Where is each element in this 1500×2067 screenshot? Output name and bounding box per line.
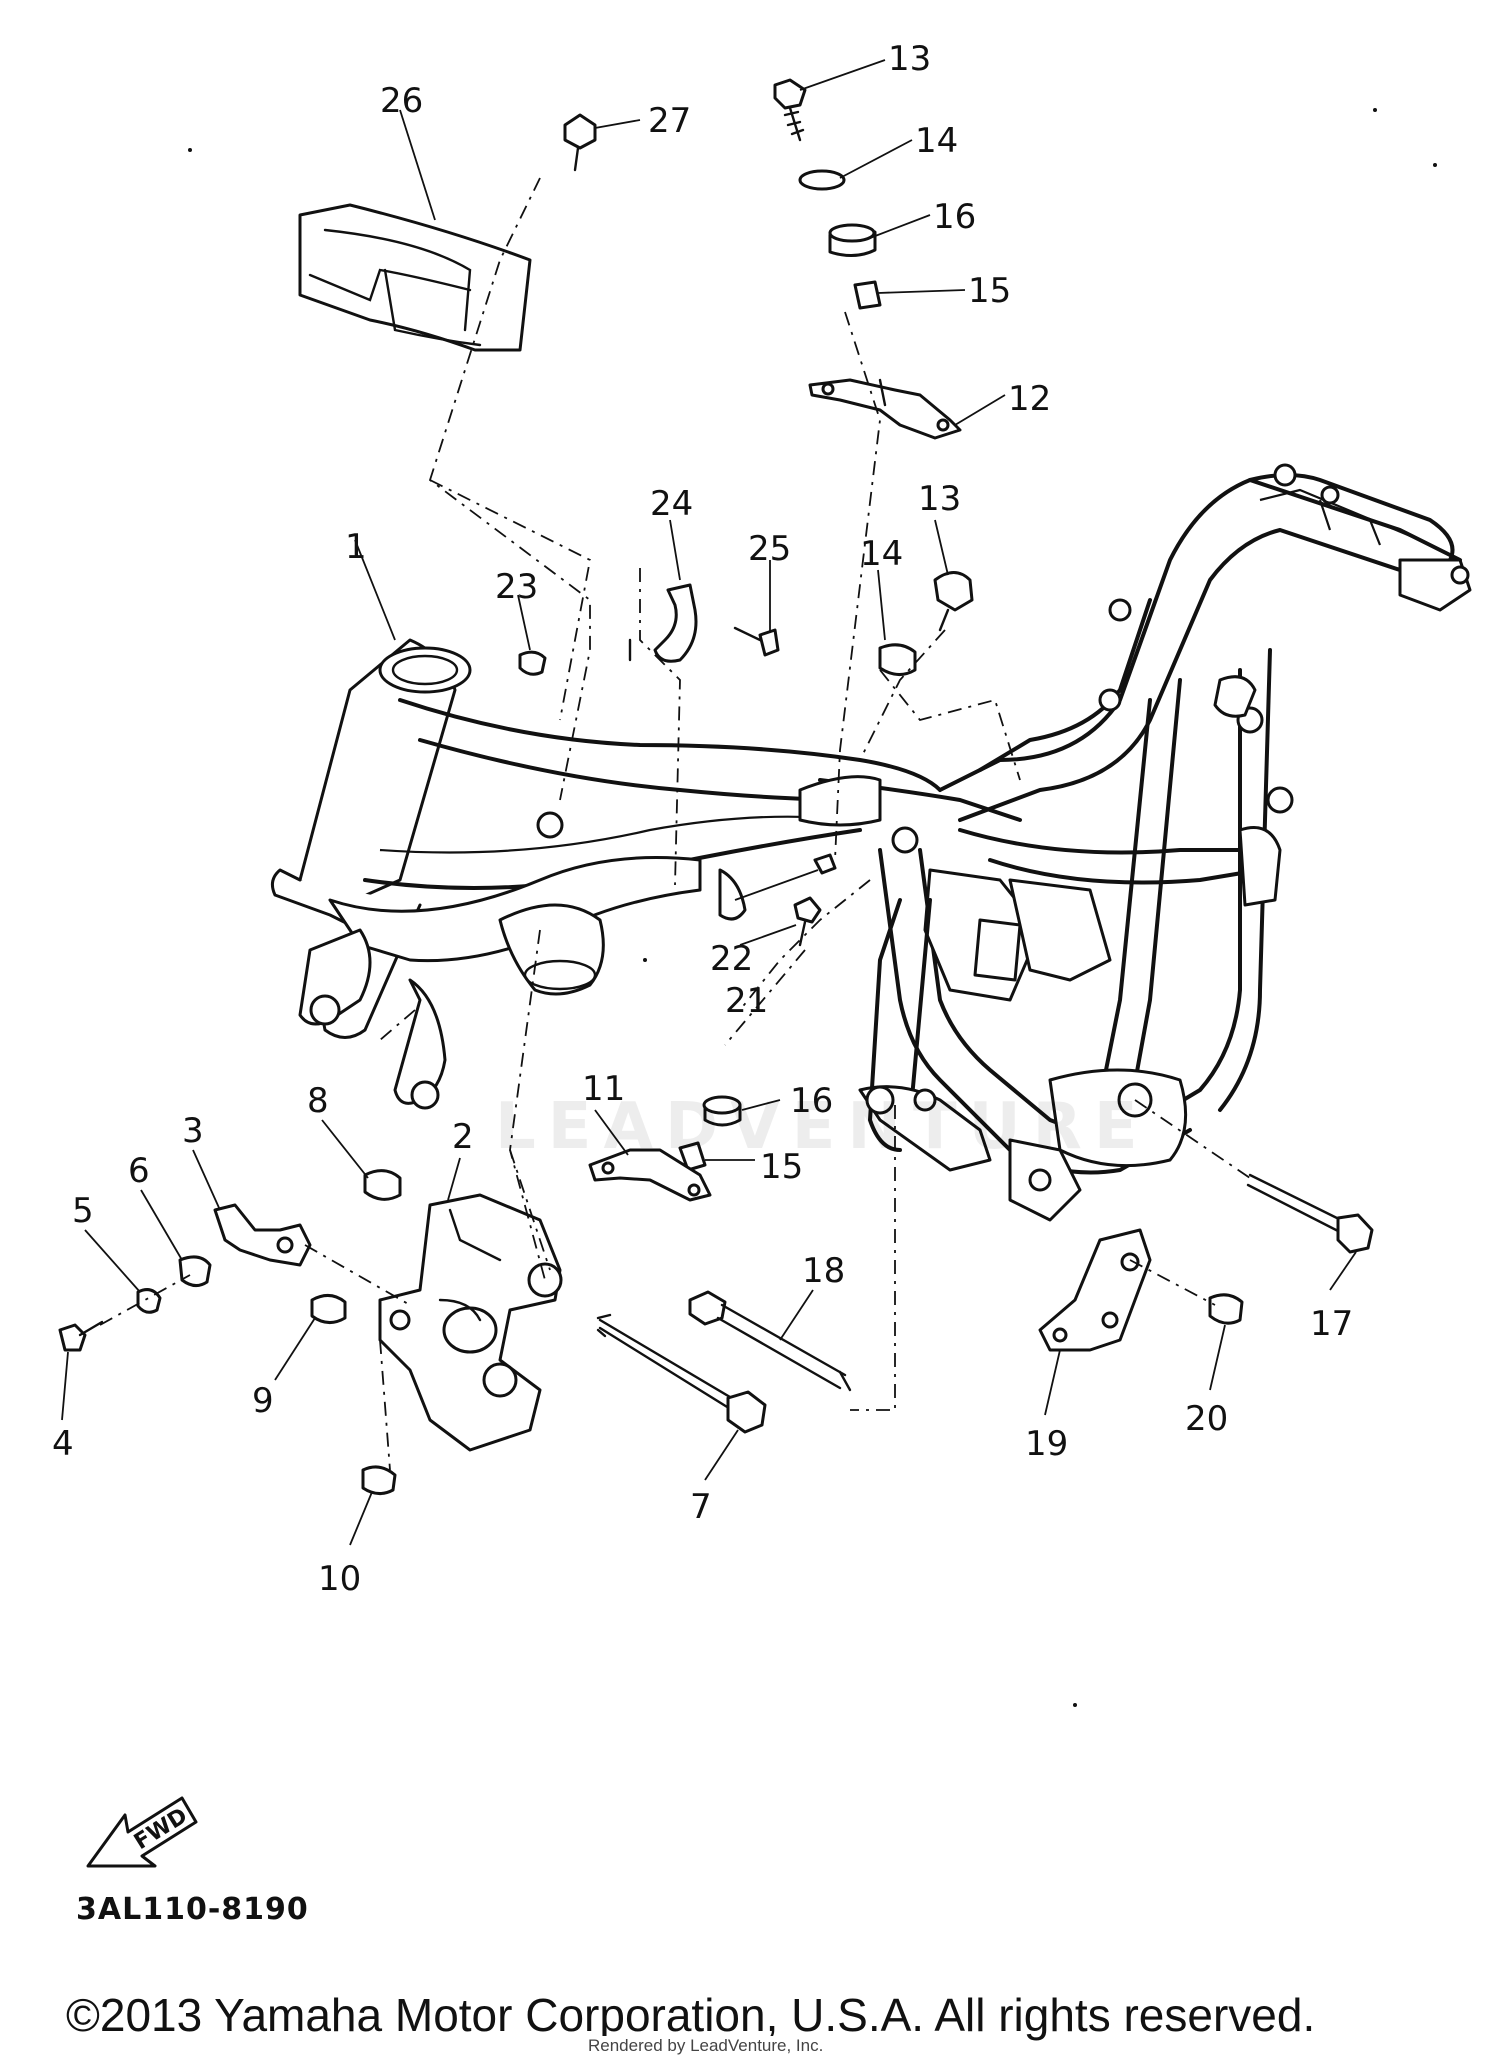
part-11-bracket bbox=[588, 1148, 712, 1202]
callout-16: 16 bbox=[790, 1081, 833, 1121]
part-25-screw bbox=[733, 626, 780, 657]
watermark: LEADVENTURE bbox=[495, 1090, 1150, 1164]
part-23-nut bbox=[518, 650, 547, 676]
part-15-collar-mid bbox=[678, 1141, 707, 1172]
part-15-collar-top bbox=[853, 280, 882, 310]
callout-27: 27 bbox=[648, 101, 691, 141]
part-24-clamp bbox=[628, 583, 698, 663]
callout-5: 5 bbox=[72, 1191, 94, 1231]
callout-20: 20 bbox=[1185, 1399, 1228, 1439]
callout-labels: 13 14 16 15 12 26 27 24 25 13 14 1 23 22… bbox=[52, 39, 1353, 1599]
callout-22: 22 bbox=[710, 939, 753, 979]
part-18-bolt bbox=[688, 1290, 852, 1392]
part-13-bolt-mid bbox=[933, 571, 974, 632]
callout-7: 7 bbox=[690, 1487, 712, 1527]
callout-16: 16 bbox=[933, 197, 976, 237]
part-6-washer bbox=[178, 1255, 212, 1287]
callout-24: 24 bbox=[650, 484, 693, 524]
callout-23: 23 bbox=[495, 567, 538, 607]
callout-15: 15 bbox=[760, 1147, 803, 1187]
callout-26: 26 bbox=[380, 81, 423, 121]
callout-9: 9 bbox=[252, 1381, 274, 1421]
part-14-washer-mid bbox=[878, 643, 917, 676]
callout-leaders bbox=[61, 59, 1357, 1546]
part-14-washer-top bbox=[798, 169, 846, 191]
part-3-bracket bbox=[213, 1203, 312, 1267]
part-20-nut bbox=[1208, 1293, 1244, 1325]
callout-6: 6 bbox=[128, 1151, 150, 1191]
callout-19: 19 bbox=[1025, 1424, 1068, 1464]
frame-part-1 bbox=[270, 463, 1472, 1222]
callout-13: 13 bbox=[888, 39, 931, 79]
part-27-bolt bbox=[563, 113, 597, 172]
part-22-nut bbox=[813, 853, 837, 875]
callout-18: 18 bbox=[802, 1251, 845, 1291]
copyright-notice: ©2013 Yamaha Motor Corporation, U.S.A. A… bbox=[66, 1989, 1316, 2041]
callout-12: 12 bbox=[1008, 379, 1051, 419]
callout-8: 8 bbox=[307, 1081, 329, 1121]
part-19-bracket bbox=[1038, 1228, 1152, 1352]
callout-2: 2 bbox=[452, 1117, 474, 1157]
part-8-nut bbox=[363, 1169, 402, 1201]
callout-4: 4 bbox=[52, 1424, 74, 1464]
part-7-bolt bbox=[596, 1313, 767, 1434]
rendered-by-credit: Rendered by LeadVenture, Inc. bbox=[585, 2036, 827, 2056]
part-17-bolt bbox=[1246, 1173, 1374, 1254]
callout-11: 11 bbox=[582, 1069, 625, 1109]
callout-10: 10 bbox=[318, 1559, 361, 1599]
callout-21: 21 bbox=[725, 981, 768, 1021]
part-9-nut bbox=[310, 1294, 347, 1324]
callout-14: 14 bbox=[860, 534, 903, 574]
scan-specks bbox=[188, 108, 1437, 1707]
callout-13: 13 bbox=[918, 479, 961, 519]
part-4-bolt bbox=[58, 1320, 104, 1352]
part-10-nut bbox=[361, 1465, 397, 1495]
part-2-engine-bracket bbox=[378, 1193, 563, 1452]
fwd-arrow-icon: FWD bbox=[86, 1796, 198, 1868]
callout-1: 1 bbox=[345, 527, 367, 567]
part-13-bolt-top bbox=[773, 78, 807, 142]
part-21-bolt bbox=[793, 896, 822, 947]
callout-3: 3 bbox=[182, 1111, 204, 1151]
callout-17: 17 bbox=[1310, 1304, 1353, 1344]
assembly-lines bbox=[99, 177, 1251, 1471]
callout-15: 15 bbox=[968, 271, 1011, 311]
callout-25: 25 bbox=[748, 529, 791, 569]
part-26-cover bbox=[298, 203, 532, 352]
callout-14: 14 bbox=[915, 121, 958, 161]
part-12-bracket bbox=[808, 378, 962, 440]
part-16-grommet-top bbox=[828, 223, 877, 257]
part-16-grommet-mid bbox=[702, 1095, 742, 1127]
diagram-code: 3AL110-8190 bbox=[76, 1892, 309, 1927]
